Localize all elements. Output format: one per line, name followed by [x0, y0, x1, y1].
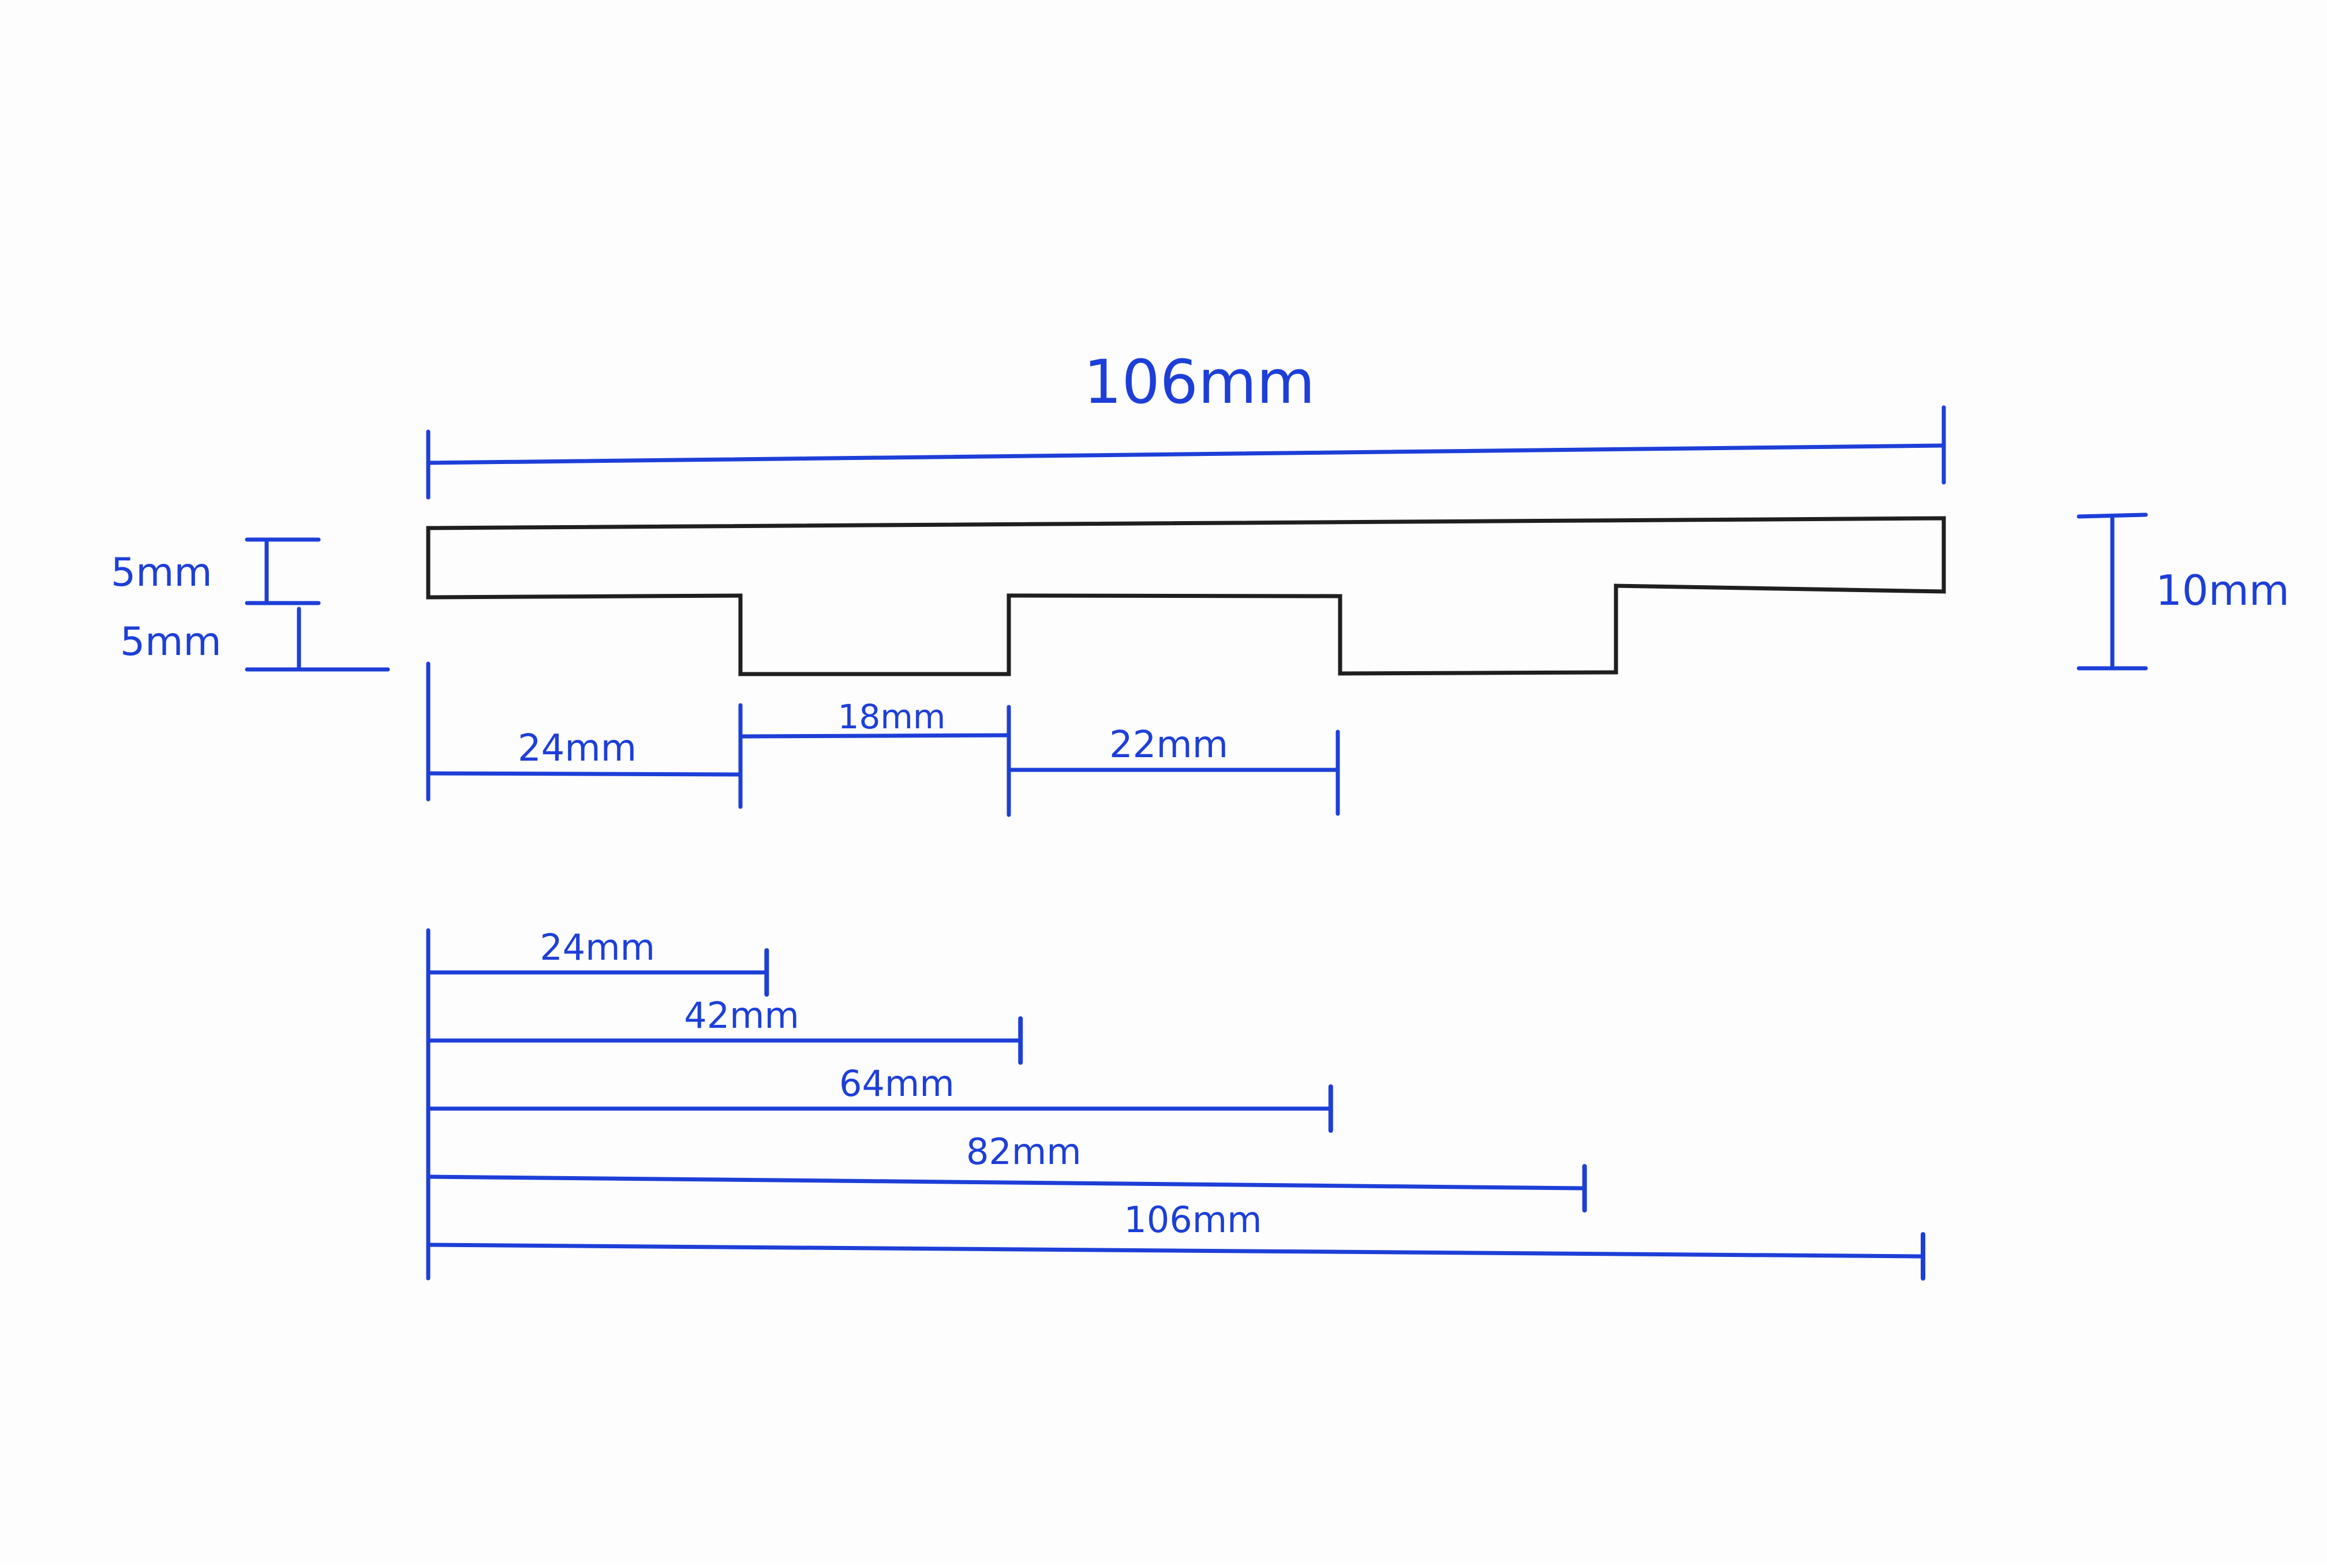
cumulative-line	[426, 1243, 1925, 1259]
cumulative-label: 64mm	[839, 1062, 955, 1105]
upper-thickness-label: 5mm	[111, 550, 212, 596]
segment-1-line	[426, 771, 743, 777]
segment-1-label: 24mm	[518, 727, 637, 770]
thickness-dimensions: 5mm 5mm	[111, 537, 390, 672]
cumulative-line	[426, 1174, 1587, 1191]
total-height-dimension: 10mm	[2077, 512, 2289, 671]
overall-length-dimension: 106mm	[426, 347, 1946, 500]
segment-2-label: 18mm	[838, 697, 946, 736]
segment-dimensions: 24mm 18mm 22mm	[426, 661, 1340, 817]
cumulative-label: 82mm	[966, 1131, 1082, 1173]
overall-length-line	[426, 443, 1946, 465]
cumulative-dimensions: 24mm 42mm 64mm 82mm 106mm	[426, 926, 1925, 1281]
overall-length-label: 106mm	[1083, 347, 1315, 417]
cumulative-label: 24mm	[540, 926, 655, 968]
segment-2-line	[738, 733, 1011, 739]
lower-thickness-label: 5mm	[120, 619, 222, 665]
segment-3-label: 22mm	[1109, 724, 1228, 766]
cumulative-label: 42mm	[684, 994, 799, 1036]
profile-outline	[426, 516, 1946, 676]
cumulative-label: 106mm	[1124, 1199, 1262, 1241]
total-height-label: 10mm	[2156, 566, 2289, 615]
